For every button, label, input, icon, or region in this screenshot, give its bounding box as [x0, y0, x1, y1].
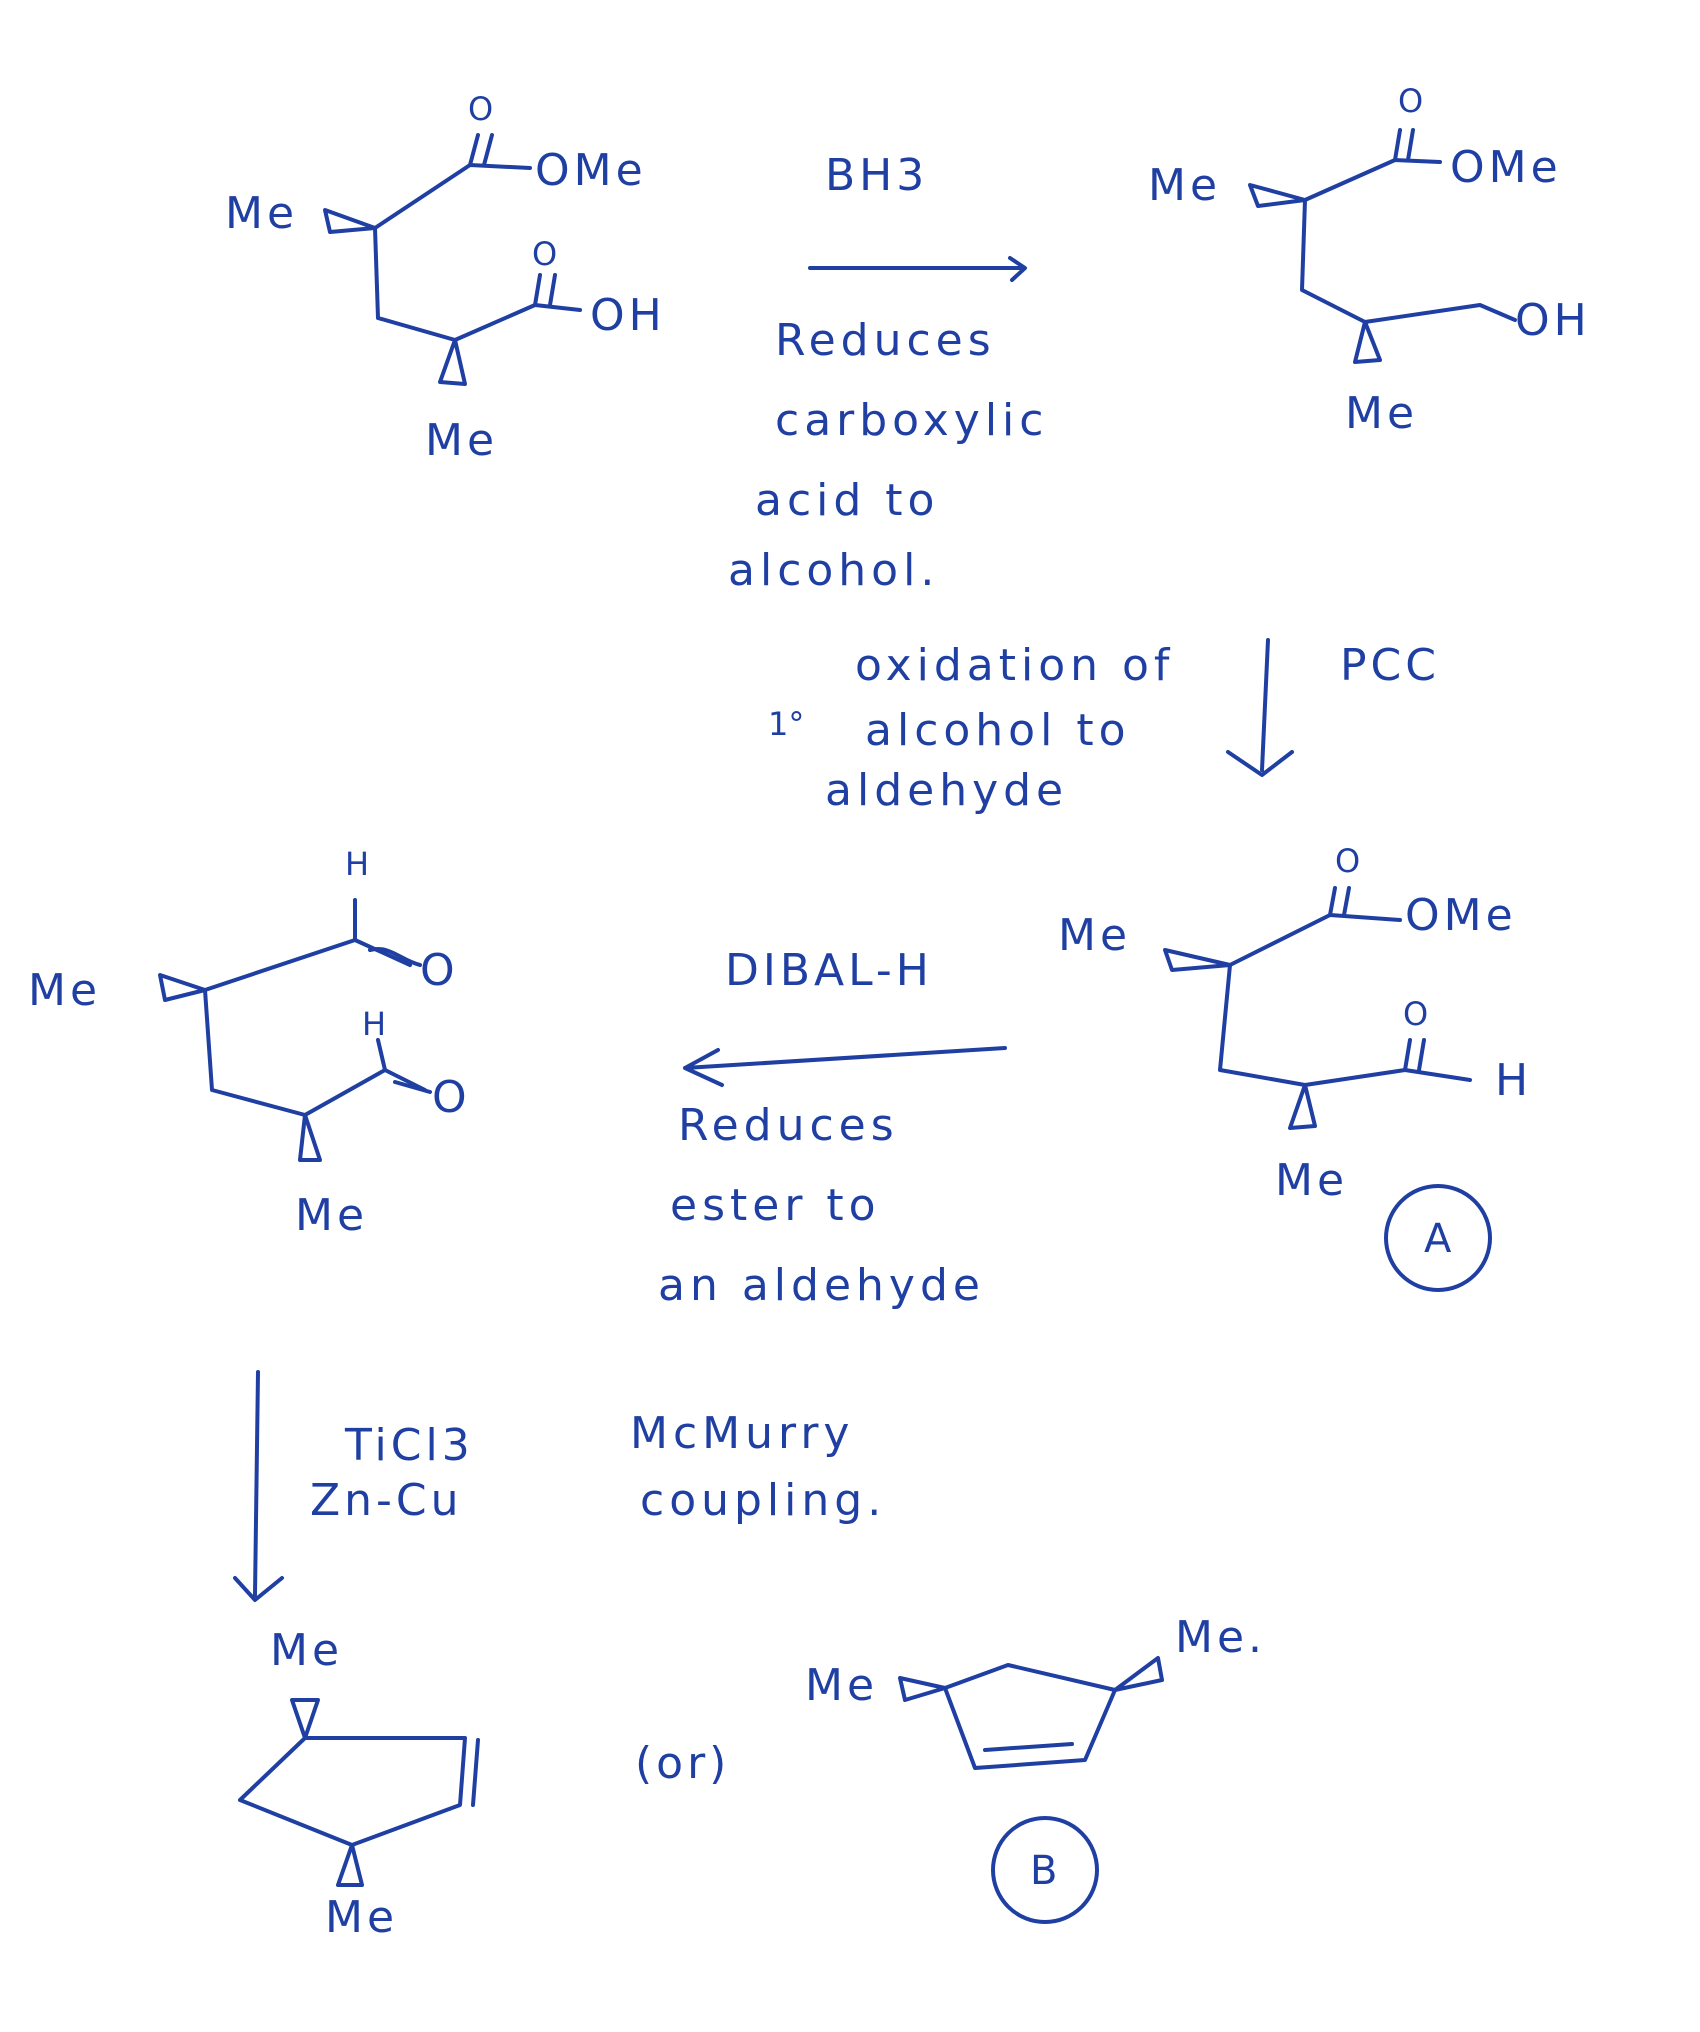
step4-note-line2: coupling.	[640, 1475, 886, 1526]
start-ester-o: O	[468, 90, 493, 128]
b-wedge-left	[898, 1676, 947, 1702]
start-wedge-left	[323, 208, 377, 234]
a-label-circle	[1384, 1184, 1492, 1292]
dial-top-carbonyl	[353, 898, 422, 967]
alcohol-wedge-bottom	[1353, 320, 1382, 364]
step2-degree: 1°	[768, 705, 804, 743]
a-ald-o: O	[1403, 995, 1428, 1033]
dial-inner-o: O	[432, 1072, 471, 1123]
step1-arrow	[808, 256, 1027, 282]
start-acid-o: O	[532, 235, 557, 273]
b-label-circle	[991, 1816, 1099, 1924]
ring-skeleton	[238, 1736, 467, 1847]
step3-reagent: DIBAL-H	[725, 945, 933, 996]
compound-a: Me O OMe O H Me A	[1058, 842, 1532, 1292]
a-ald-h: H	[1495, 1055, 1532, 1106]
b-label: B	[1030, 1848, 1057, 1894]
start-bottom-me: Me	[425, 415, 498, 466]
step1-note-line4: alcohol.	[728, 545, 939, 596]
start-ester-ome: OMe	[535, 145, 647, 196]
b-ring-double-bond	[983, 1742, 1074, 1752]
start-ester-carbonyl	[468, 133, 494, 167]
a-bottom-me: Me	[1275, 1155, 1348, 1206]
a-ester-o: O	[1335, 842, 1360, 880]
b-right-me: Me.	[1175, 1612, 1266, 1663]
a-wedge-left	[1163, 948, 1232, 972]
step4-reagent-line2: Zn-Cu	[310, 1475, 463, 1526]
dial-top-o: O	[420, 945, 459, 996]
ring-top-me: Me	[270, 1625, 343, 1676]
step-bh3: BH3 Reduces carboxylic acid to alcohol.	[728, 150, 1048, 596]
step-mcmurry: TiCl3 Zn-Cu McMurry coupling.	[233, 1370, 886, 1602]
a-ester-ome: OMe	[1405, 890, 1517, 941]
step-pcc: PCC oxidation of 1° alcohol to aldehyde	[768, 638, 1440, 816]
step2-arrow	[1226, 638, 1294, 777]
start-acid-carbonyl	[533, 273, 557, 307]
a-left-me: Me	[1058, 910, 1131, 961]
dial-left-me: Me	[28, 965, 101, 1016]
ring-wedge-bottom	[336, 1843, 364, 1887]
step4-reagent-line1: TiCl3	[344, 1420, 474, 1471]
start-acid-oh: OH	[590, 290, 666, 341]
ring-double-bond	[471, 1738, 480, 1807]
dial-inner-h: H	[362, 1005, 386, 1043]
step2-note-line1: oxidation of	[855, 640, 1174, 691]
step3-note-line1: Reduces	[678, 1100, 899, 1151]
step4-arrow	[233, 1370, 284, 1602]
dial-wedge-left	[158, 973, 207, 1002]
dial-top-h: H	[345, 845, 369, 883]
starting-material: Me O OMe O OH Me	[225, 90, 666, 466]
start-wedge-bottom	[438, 338, 467, 386]
step3-note-line3: an aldehyde	[658, 1260, 985, 1311]
alcohol-left-me: Me	[1148, 160, 1221, 211]
dial-wedge-bottom	[298, 1113, 322, 1162]
b-ring	[943, 1663, 1117, 1770]
ring-product: Me Me	[238, 1625, 480, 1943]
step3-note-line2: ester to	[670, 1180, 881, 1231]
step-dibal: DIBAL-H Reduces ester to an aldehyde	[658, 945, 1007, 1311]
alcohol-wedge-left	[1248, 183, 1307, 208]
step2-note-line3: aldehyde	[825, 765, 1068, 816]
alcohol-bottom-me: Me	[1345, 388, 1418, 439]
dialdehyde: Me H O H O Me	[28, 845, 471, 1241]
dial-inner-carbonyl	[376, 1038, 432, 1094]
ring-wedge-top	[290, 1698, 320, 1740]
dial-skeleton	[203, 938, 427, 1117]
step1-note-line3: acid to	[755, 475, 939, 526]
a-ester-carbonyl	[1328, 886, 1351, 917]
step1-reagent: BH3	[825, 150, 928, 201]
start-left-me: Me	[225, 188, 298, 239]
step1-note-line2: carboxylic	[775, 395, 1048, 446]
a-wedge-bottom	[1288, 1083, 1317, 1130]
b-wedge-right	[1113, 1656, 1164, 1692]
b-left-me: Me	[805, 1660, 878, 1711]
step3-arrow	[683, 1046, 1007, 1087]
a-ald-carbonyl	[1403, 1038, 1426, 1072]
alcohol-ester-o: O	[1398, 82, 1423, 120]
compound-b: Me Me. B	[805, 1612, 1266, 1924]
ring-bottom-me: Me	[325, 1892, 398, 1943]
step2-note-line2: alcohol to	[865, 705, 1131, 756]
alcohol-ester-carbonyl	[1393, 128, 1415, 162]
alcohol-intermediate: Me O OMe OH Me	[1148, 82, 1591, 439]
step2-reagent: PCC	[1340, 640, 1440, 691]
alcohol-ester-ome: OMe	[1450, 142, 1562, 193]
step4-note-line1: McMurry	[630, 1408, 854, 1459]
a-label: A	[1424, 1216, 1452, 1262]
dial-bottom-me: Me	[295, 1190, 368, 1241]
or-label: (or)	[635, 1738, 730, 1789]
alcohol-oh: OH	[1515, 295, 1591, 346]
step1-note-line1: Reduces	[775, 315, 996, 366]
